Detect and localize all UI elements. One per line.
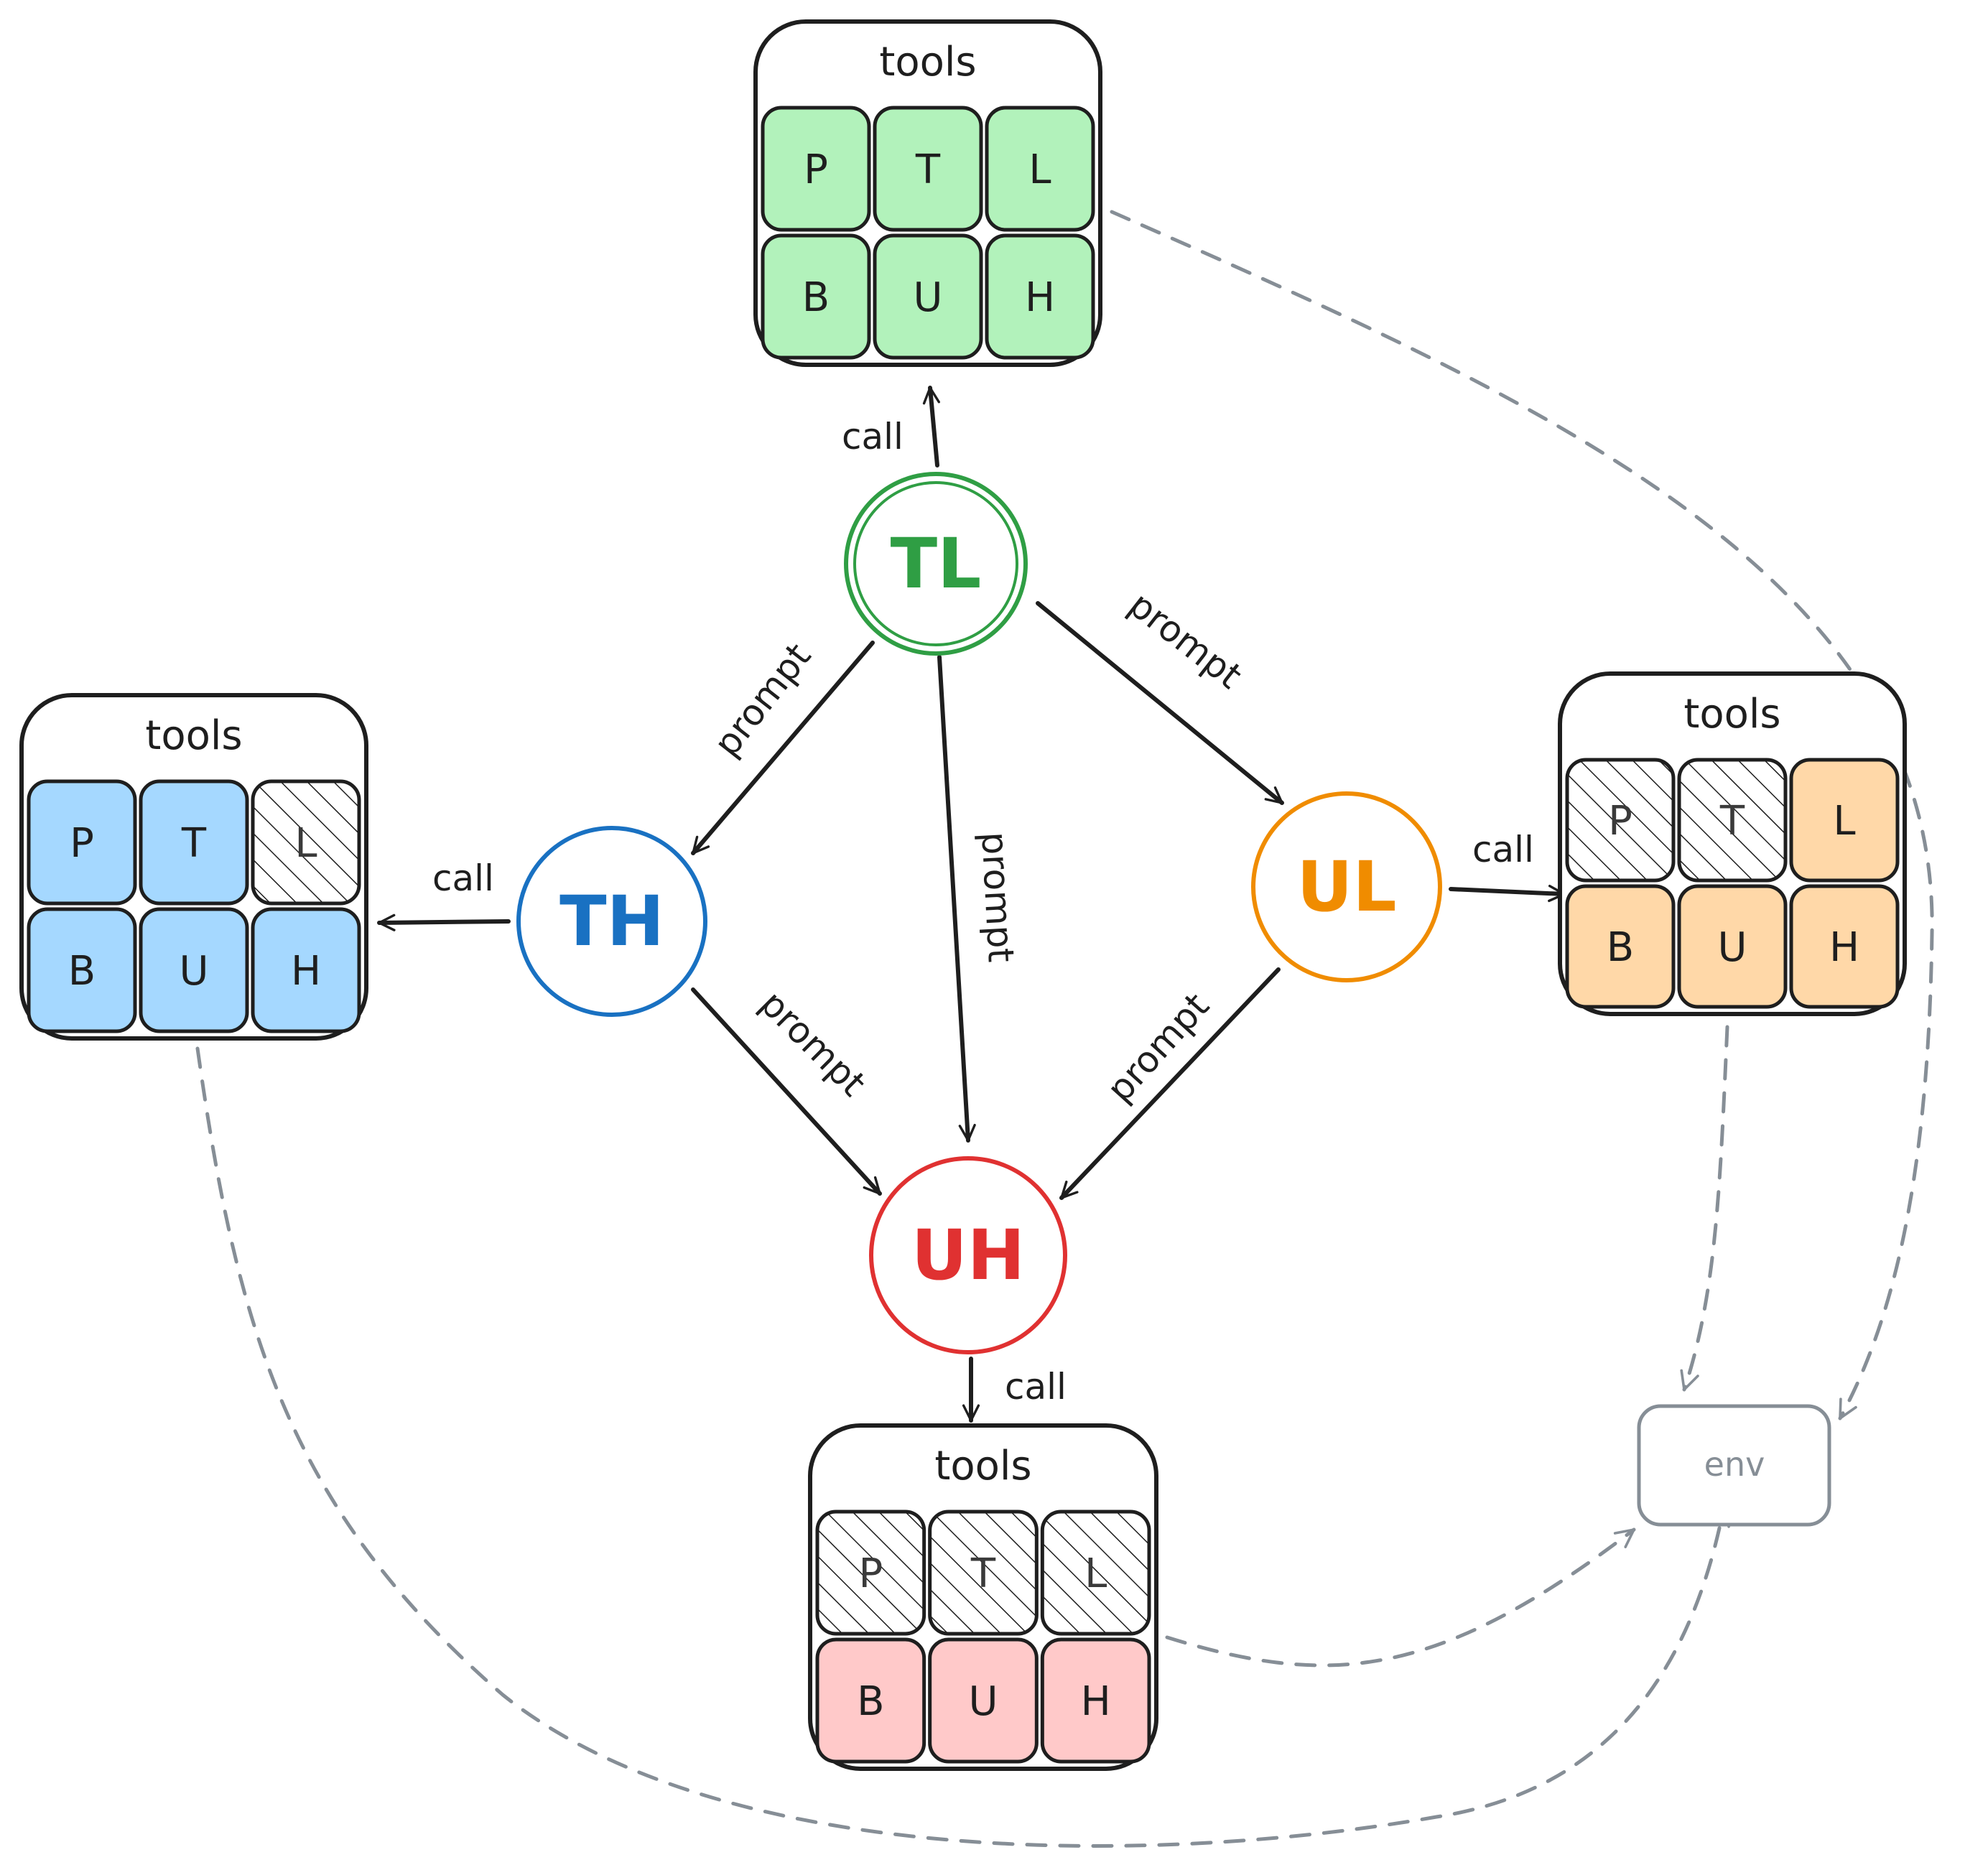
top-tools-to-env-line (1110, 210, 1934, 1420)
edge-th-call-tools (377, 913, 511, 931)
tool-cell-b: B (761, 233, 871, 360)
tool-cell-letter: B (857, 1678, 884, 1725)
left-tools-to-env-line (195, 1046, 1730, 1848)
label-tl-uh-prompt: prompt (973, 831, 1021, 964)
prompt-edges (691, 601, 1284, 1200)
edge-th-to-uh (691, 987, 882, 1196)
tool-cell-letter: H (1081, 1678, 1111, 1725)
tool-cell-t-disabled: T (1677, 758, 1788, 883)
label-ul-call: call (1472, 829, 1534, 870)
tool-cell-l-disabled: L (251, 779, 361, 906)
node-th: TH (516, 826, 707, 1017)
tool-cell-t-disabled: T (928, 1510, 1039, 1636)
tool-cell-letter: B (1607, 924, 1634, 971)
label-tl-call: call (842, 416, 904, 457)
label-th-uh-prompt: prompt (752, 982, 874, 1104)
tool-cell-u: U (928, 1637, 1039, 1764)
edge-ul-call-tools (1449, 884, 1566, 903)
tool-cell-h: H (251, 907, 361, 1033)
edge-tl-call-tools (922, 386, 940, 468)
tools-box-bottom-title: tools (934, 1443, 1031, 1489)
tool-cell-u: U (873, 233, 983, 360)
tool-cell-letter: T (1719, 798, 1745, 845)
tool-cell-letter: B (802, 274, 830, 321)
tool-cell-letter: L (294, 820, 317, 867)
tool-cell-letter: T (915, 146, 941, 193)
tool-cell-letter: U (1718, 924, 1747, 971)
node-uh: UH (869, 1156, 1067, 1354)
tool-cell-t: T (873, 106, 983, 232)
tool-cell-letter: U (914, 274, 943, 321)
node-ul-label: UL (1296, 847, 1396, 927)
edge-ul-to-uh (1059, 967, 1281, 1200)
edge-tl-to-th (691, 641, 875, 855)
tool-cell-u: U (139, 907, 249, 1033)
tool-cell-letter: P (804, 146, 828, 193)
tool-cell-letter: H (291, 948, 321, 995)
call-edges (377, 386, 1566, 1423)
tool-cell-h: H (985, 233, 1095, 360)
tools-box-right-title: tools (1683, 691, 1780, 738)
env-box: env (1637, 1404, 1831, 1527)
node-uh-label: UH (911, 1215, 1025, 1296)
tool-cell-letter: U (180, 948, 209, 995)
edge-tl-to-uh (937, 655, 976, 1143)
tool-cell-letter: L (1084, 1550, 1107, 1597)
tool-cell-letter: L (1833, 798, 1855, 845)
tools-box-left-title: tools (145, 712, 242, 759)
label-uh-call: call (1005, 1366, 1067, 1408)
bottom-tools-to-env-line (1165, 1527, 1636, 1668)
tool-cell-letter: L (1028, 146, 1051, 193)
tool-cell-p: P (761, 106, 871, 232)
node-tl-label: TL (891, 524, 982, 604)
tool-cell-letter: P (70, 820, 94, 867)
tool-cell-letter: H (1829, 924, 1859, 971)
tool-cell-h: H (1040, 1637, 1151, 1764)
right-tools-to-env-line (1680, 1025, 1729, 1392)
label-tl-th-prompt: prompt (706, 636, 819, 764)
label-ul-uh-prompt: prompt (1099, 985, 1217, 1110)
tool-cell-l: L (985, 106, 1095, 232)
tool-cell-letter: T (970, 1550, 996, 1597)
tool-cell-p-disabled: P (815, 1510, 926, 1636)
tool-cell-l: L (1789, 758, 1900, 883)
node-tl: TL (844, 472, 1028, 656)
tool-cell-u: U (1677, 884, 1788, 1009)
tool-cell-letter: P (1608, 798, 1632, 845)
tool-cell-letter: B (68, 948, 96, 995)
tool-cell-letter: H (1025, 274, 1055, 321)
tool-cell-b: B (815, 1637, 926, 1764)
tool-cell-b: B (27, 907, 137, 1033)
tool-cell-letter: T (181, 820, 207, 867)
tool-cell-letter: P (858, 1550, 883, 1597)
label-tl-ul-prompt: prompt (1121, 584, 1250, 697)
tool-cell-l-disabled: L (1040, 1510, 1151, 1636)
tool-cell-t: T (139, 779, 249, 906)
tool-cell-h: H (1789, 884, 1900, 1009)
label-th-call: call (432, 857, 494, 899)
env-connections (195, 210, 1934, 1848)
node-ul: UL (1251, 791, 1442, 982)
tool-cell-p-disabled: P (1565, 758, 1676, 883)
edge-tl-to-ul (1036, 601, 1284, 805)
env-label: env (1704, 1445, 1765, 1484)
tool-cell-letter: U (969, 1678, 998, 1725)
tool-cell-p: P (27, 779, 137, 906)
tool-cell-b: B (1565, 884, 1676, 1009)
node-th-label: TH (559, 881, 664, 962)
tools-box-top-title: tools (879, 39, 976, 85)
